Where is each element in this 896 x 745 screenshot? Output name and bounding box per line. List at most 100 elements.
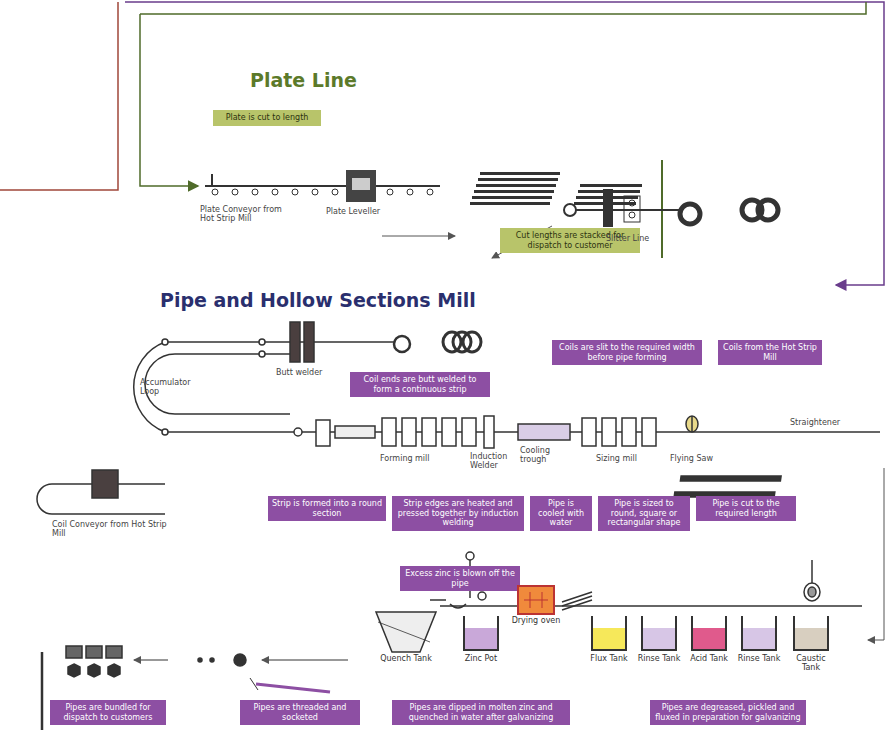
box-text: Coils are slit to the required width bef… [556,343,698,362]
box-text: Pipes are threaded and socketed [244,703,356,722]
feed-lines [0,2,884,285]
process-note-box: Coils from the Hot Strip Mill [718,340,822,365]
process-tank: Rinse Tank [636,612,682,663]
finishing-part [210,658,214,662]
butt-welder-and-loop-part [162,339,168,345]
finishing-part-part [106,646,122,658]
plate-line-part [470,172,642,205]
plate-line-part-part [580,184,642,187]
butt-welder-and-loop-part [259,351,265,357]
box-text: Strip edges are heated and pressed toget… [396,499,520,528]
finishing-part [256,684,330,692]
pipe-mill-part [691,416,693,432]
box-text: Pipe is cooled with water [534,499,588,528]
tank-shape [791,612,831,654]
process-note-box: Pipe is cut to the required length [696,496,796,521]
butt-welder-and-loop-part [134,342,880,432]
plate-line-part-part [407,189,413,195]
plate-line-part-part [472,196,552,199]
tank-label: Drying oven [510,616,562,625]
box-text: Coil ends are butt welded to form a cont… [354,375,486,394]
box-text: Coils from the Hot Strip Mill [722,343,818,362]
butt-welder-and-loop-part [162,429,168,435]
slitter-line-part [576,209,680,211]
tank-label: Acid Tank [686,654,732,663]
finishing-part [198,658,202,662]
pipe-mill-part [686,416,698,432]
tank-label: Flux Tank [586,654,632,663]
process-note-box: Strip edges are heated and pressed toget… [392,496,524,531]
pipe-mill-part [335,426,375,438]
pipe-mill-part-part [422,418,436,446]
slitter-line-part [624,196,640,222]
finishing-part-part [68,664,80,677]
process-tank: Caustic Tank [786,612,836,672]
process-note-box: Pipes are dipped in molten zinc and quen… [392,700,570,725]
butt-welder-and-loop-part [463,332,481,352]
plate-line-part [205,185,440,187]
process-note-box: Excess zinc is blown off the pipe [400,566,520,591]
galvanizing-line-part [562,592,592,610]
box-text: Strip is formed into a round section [272,499,382,518]
tank-shape [516,584,556,616]
feed-lines-part [0,2,118,190]
pipe-mill-part-part [680,476,781,481]
tank-shape [589,612,629,654]
process-note-box: Pipes are bundled for dispatch to custom… [50,700,166,725]
box-text: Pipes are degreased, pickled and fluxed … [654,703,802,722]
pipe-mill-part [294,428,302,436]
pipe-mill-part-part [484,416,494,448]
process-note-box: Strip is formed into a round section [268,496,386,521]
butt-welder-and-loop-part [259,339,265,345]
butt-welder-and-loop-part [304,322,314,362]
box-text: Pipes are bundled for dispatch to custom… [54,703,162,722]
plate-line-part [346,170,376,202]
pipe-mill [37,416,884,640]
butt-welder-and-loop-part [394,336,410,352]
plate-step-box: Plate is cut to length [213,110,321,126]
finishing-part-part [66,646,82,658]
plate-line-part-part [480,172,560,175]
process-note-box: Pipe is sized to round, square or rectan… [598,496,690,531]
part-label: Induction Welder [470,452,520,470]
plate-line-part-part [474,190,554,193]
finishing-part [66,646,122,658]
tank-shape [461,612,501,654]
process-note-box: Coil ends are butt welded to form a cont… [350,372,490,397]
process-tank: Quench Tank [372,612,440,663]
plate-line-part [211,174,213,186]
part-label: Flying Saw [670,454,713,463]
drying-oven: Drying oven [510,584,562,625]
finishing-part [68,664,120,677]
plate-line-part [352,178,370,190]
slitter-line-part [604,190,612,226]
pipe-mill-part-part [642,418,656,446]
plate-line-part [382,236,455,237]
tank-label: Quench Tank [372,654,440,663]
box-text: Pipe is sized to round, square or rectan… [602,499,686,528]
part-label: Straightener [790,418,840,427]
galvanizing-line-part [376,612,436,652]
section-heading: Plate Line [250,70,357,91]
galvanizing-line-part [430,599,446,601]
part-label: Plate Leveller [326,207,380,216]
butt-welder-and-loop-part [290,322,300,362]
process-tank: Flux Tank [586,612,632,663]
part-label: Coil Conveyor from Hot Strip Mill [52,520,168,538]
slitter-line-part [564,204,576,216]
pipe-mill-part-part [582,418,596,446]
tank-shape [406,612,407,654]
plate-line-part-part [232,189,238,195]
plate-line-part-part [292,189,298,195]
plate-line-part-part [478,178,558,181]
pipe-mill-part [316,420,330,446]
galvanizing-line-part [378,622,430,642]
finishing-part-part [86,646,102,658]
tank-shape [639,612,679,654]
pipe-mill-part [674,476,781,497]
galvanizing-line-part [808,587,816,597]
butt-welder-and-loop [134,322,880,435]
plate-line-part-part [272,189,278,195]
box-text: Pipe is cut to the required length [700,499,792,518]
